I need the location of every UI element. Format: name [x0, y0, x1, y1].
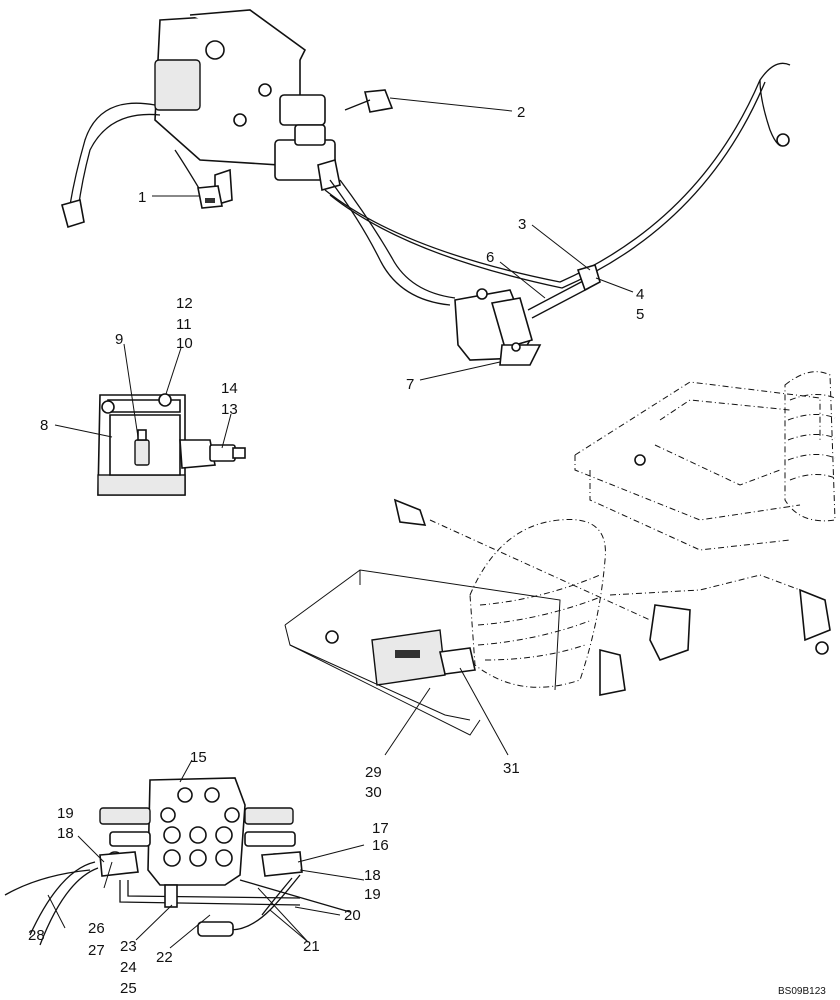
callout-5: 5 — [636, 306, 644, 323]
callout-9: 9 — [115, 331, 123, 348]
callout-10: 10 — [176, 335, 193, 352]
callout-28: 28 — [28, 927, 45, 944]
callout-11: 11 — [176, 316, 192, 333]
callout-22: 22 — [156, 949, 173, 966]
callout-30: 30 — [365, 784, 382, 801]
callout-12: 12 — [176, 295, 193, 312]
valve-assembly-top — [61, 9, 791, 306]
callout-13: 13 — [221, 401, 238, 418]
callout-4: 4 — [636, 286, 644, 303]
callout-19-left: 19 — [57, 805, 74, 822]
callout-14: 14 — [221, 380, 238, 397]
figure-reference: BS09B123 — [778, 986, 826, 997]
callout-31: 31 — [503, 760, 520, 777]
bracket-assembly-7 — [454, 264, 601, 366]
callout-17: 17 — [372, 820, 389, 837]
callout-8: 8 — [40, 417, 48, 434]
callout-20: 20 — [344, 907, 361, 924]
callout-26: 26 — [88, 920, 105, 937]
callout-labels: 1 2 3 4 5 6 7 8 9 10 11 12 13 14 15 16 1… — [28, 104, 644, 997]
callout-19-right: 19 — [364, 886, 381, 903]
callout-29: 29 — [365, 764, 382, 781]
callout-27: 27 — [88, 942, 105, 959]
leader-lines — [47, 97, 634, 949]
bracket-assembly-8 — [97, 393, 246, 496]
callout-18-left: 18 — [57, 825, 74, 842]
callout-1: 1 — [138, 189, 146, 206]
callout-2: 2 — [517, 104, 525, 121]
callout-23: 23 — [120, 938, 137, 955]
callout-24: 24 — [120, 959, 137, 976]
seat-platform-drawing — [284, 371, 836, 736]
callout-16: 16 — [372, 837, 389, 854]
control-valve-15 — [4, 777, 351, 946]
callout-7: 7 — [406, 376, 414, 393]
callout-21: 21 — [303, 938, 320, 955]
callout-15: 15 — [190, 749, 207, 766]
callout-18-right: 18 — [364, 867, 381, 884]
callout-25: 25 — [120, 980, 137, 997]
callout-3: 3 — [518, 216, 526, 233]
callout-6: 6 — [486, 249, 494, 266]
